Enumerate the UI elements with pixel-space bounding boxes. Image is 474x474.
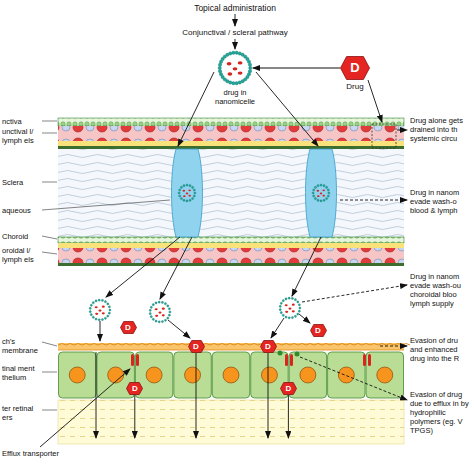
note-text: Drug in nanom evade wash-ou choroidal bl… [410,272,472,308]
drug-hexagon: D [280,382,297,395]
layer-label: aqueous [2,206,40,215]
layer-label: Efflux transporter [2,449,64,458]
drug-letter: D [280,382,297,395]
nanomicelle-shape [217,50,253,86]
nanomicelle [218,51,252,85]
layer-label: oroidal l/ lymph els [2,246,40,264]
drug-letter: D [310,324,327,337]
drug-letter: D [126,382,143,395]
drug-letter: D [120,321,137,334]
note-text: Evasion of dru and enhanced drug into th… [410,336,472,363]
flow-arrow [253,67,340,68]
drug-hexagon: D [120,321,137,334]
nanomicelle [89,299,111,321]
drug-hexagon: D [126,382,143,395]
drug-hexagon: DDrug [340,56,370,80]
note-text: Evasion of drug due to efflux in by hydr… [410,390,472,435]
layer-label: Sclera [2,178,40,187]
layer-label: unctival l/ lymph els [2,127,40,145]
nanomicelle: drug in nanomicelle [217,50,253,86]
drug-letter: D [188,340,205,353]
nanomicelle [149,301,171,323]
layer-label: nctiva [2,117,40,126]
layer-label: tinal ment thelium [2,364,40,382]
micelle-label: drug in nanomicelle [212,88,258,106]
nanomicelle [279,297,301,319]
drug-hexagon: D [310,324,327,337]
drug-letter: D [340,56,370,80]
flow-label: Conjunctival / scleral pathway [155,28,315,38]
drug-caption: Drug [334,82,376,91]
layer-label: ch's membrane [2,337,40,355]
layer-label: Choroid [2,232,40,241]
drug-letter: D [260,340,277,353]
drug-hexagon: D [188,340,205,353]
note-text: Drug alone gets drained into th systemic… [410,116,472,143]
note-text: Drug in nanom evade wash-o blood & lymph [410,188,472,215]
nanomicelle [312,184,330,202]
drug-hexagon: D [260,340,277,353]
flow-label: Topical administration [165,3,305,13]
layer-label: ter retinal ers [2,404,40,422]
nanomicelle [178,184,196,202]
